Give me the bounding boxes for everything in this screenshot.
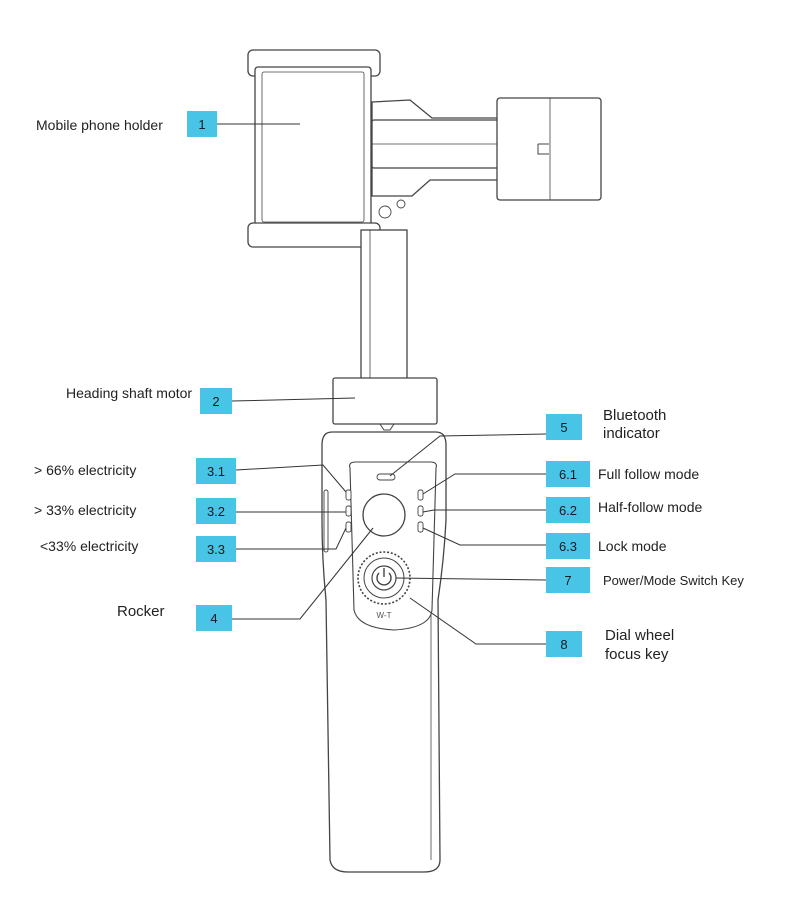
control-panel [349, 461, 437, 631]
badge-1: 1 [187, 111, 217, 137]
label-electricity-66: > 66% electricity [34, 462, 137, 478]
leader-3-1 [235, 464, 347, 493]
badge-6-3: 6.3 [546, 533, 590, 559]
leader-6-3 [422, 527, 546, 546]
clamp-bottom [247, 222, 381, 248]
label-dial-wheel-line-2: focus key [605, 646, 669, 663]
vertical-arm [360, 229, 408, 381]
heading-motor-body [332, 377, 438, 425]
label-rocker: Rocker [117, 603, 165, 620]
dial-marking: W-T [377, 611, 392, 620]
badge-3-1: 3.1 [196, 458, 236, 484]
joystick [362, 493, 406, 537]
leader-6-1 [422, 473, 546, 495]
label-heading-shaft-motor: Heading shaft motor [66, 385, 193, 401]
tilt-motor-housing [371, 99, 501, 197]
leader-6-2 [422, 509, 546, 513]
label-power-mode-switch-key: Power/Mode Switch Key [603, 573, 744, 588]
leader-8 [409, 597, 546, 645]
leader-3-3 [236, 527, 347, 550]
badge-3-2: 3.2 [196, 498, 236, 524]
badge-2: 2 [200, 388, 232, 414]
badge-5: 5 [546, 414, 582, 440]
leader-5 [389, 433, 547, 477]
label-electricity-below-33: <33% electricity [40, 538, 139, 554]
bluetooth-led [376, 473, 396, 481]
badge-3-3: 3.3 [196, 536, 236, 562]
power-icon [376, 572, 392, 586]
badge-4: 4 [196, 605, 232, 631]
label-half-follow-mode: Half-follow mode [598, 499, 703, 515]
leader-lines [217, 123, 547, 645]
badge-6-2: 6.2 [546, 497, 590, 523]
badge-7: 7 [546, 567, 590, 593]
badge-6-1: 6.1 [546, 461, 590, 487]
label-bluetooth-indicator-line-2: indicator [603, 425, 660, 442]
leader-2 [231, 397, 356, 402]
label-lock-mode: Lock mode [598, 538, 667, 554]
label-dial-wheel-line-1: Dial wheel [605, 627, 675, 644]
badge-8: 8 [546, 631, 582, 657]
label-electricity-33: > 33% electricity [34, 502, 137, 518]
label-bluetooth-indicator-line-1: Bluetooth [603, 407, 667, 424]
roll-motor [496, 97, 602, 201]
leader-4 [232, 527, 374, 620]
label-full-follow-mode: Full follow mode [598, 466, 700, 482]
label-mobile-phone-holder: Mobile phone holder [36, 117, 163, 133]
leader-7 [395, 577, 547, 581]
